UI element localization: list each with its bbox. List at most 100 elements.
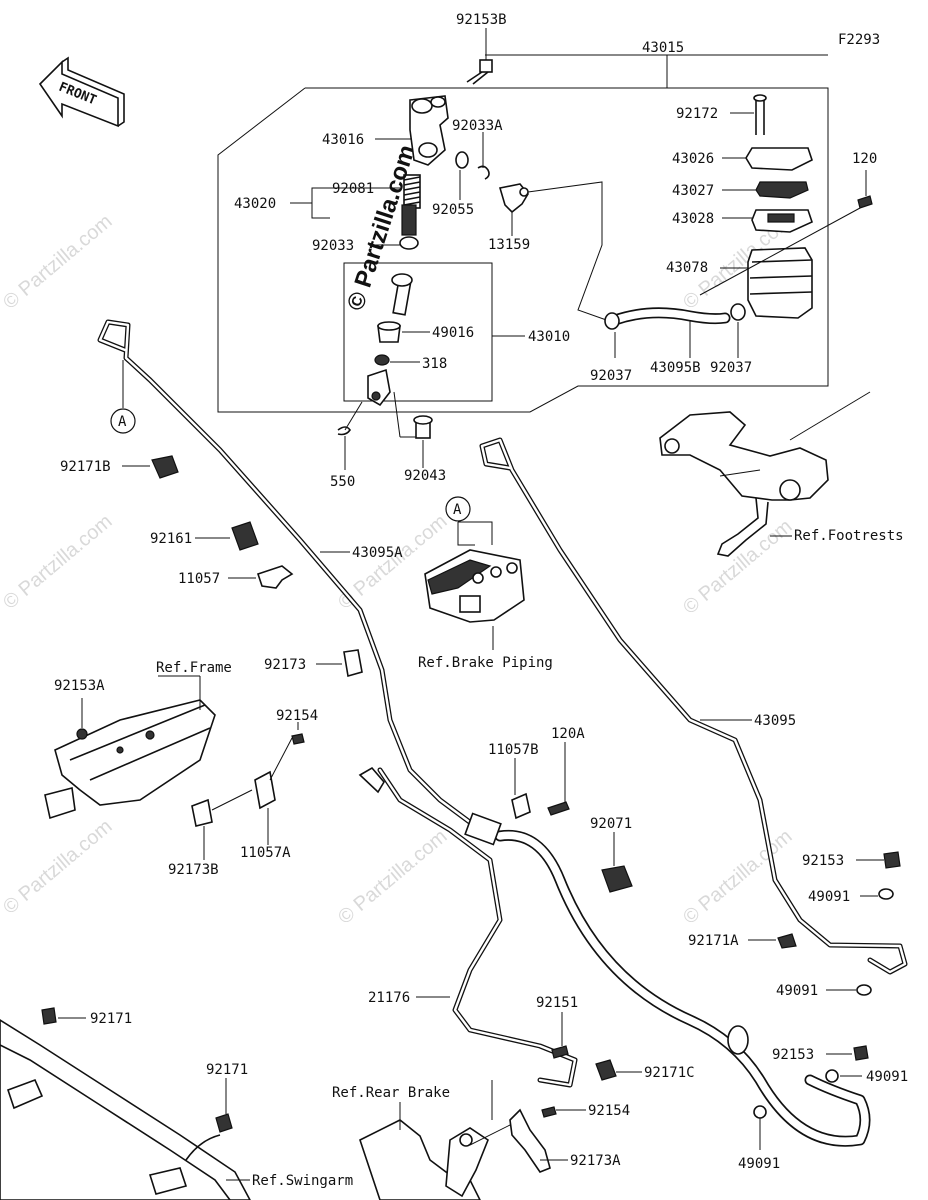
- bolt-92154-lower: [541, 1106, 586, 1118]
- ref-swingarm: Ref.Swingarm: [252, 1173, 353, 1189]
- callout-92081: 92081: [332, 181, 374, 197]
- callout-92173A: 92173A: [570, 1153, 621, 1169]
- bolt-92151: [551, 1012, 569, 1059]
- callout-92037: 92037: [710, 360, 752, 376]
- callout-11057B: 11057B: [488, 742, 539, 758]
- callout-92173B: 92173B: [168, 862, 219, 878]
- front-arrow-icon: FRONT: [38, 56, 125, 128]
- clamp-92171-lower: [215, 1078, 233, 1133]
- watermark: © Partzilla.com: [334, 825, 451, 928]
- watermark: © Partzilla.com: [679, 825, 796, 928]
- clamp-92171-upper: [41, 1007, 86, 1025]
- callout-92153B: 92153B: [456, 12, 507, 28]
- watermark: © Partzilla.com: [0, 210, 116, 313]
- rear-brake-pedal: [359, 1080, 568, 1200]
- callout-120: 120: [852, 151, 877, 167]
- brake-hose-main: [464, 812, 871, 1147]
- grommet-92161: [195, 521, 259, 551]
- callout-92153A: 92153A: [54, 678, 105, 694]
- clamp-11057: [228, 565, 294, 589]
- bolt-92153-upper: [856, 851, 901, 869]
- callout-92071: 92071: [590, 816, 632, 832]
- marker-a-pipe: A: [110, 408, 136, 434]
- callout-92043: 92043: [404, 468, 446, 484]
- callout-92151: 92151: [536, 995, 578, 1011]
- clamp-92171C: [595, 1059, 642, 1081]
- callout-43028: 43028: [672, 211, 714, 227]
- callout-43020: 43020: [234, 196, 276, 212]
- screw-92172: [730, 94, 767, 135]
- plate-43027: [722, 181, 809, 199]
- callout-92172: 92172: [676, 106, 718, 122]
- brake-pedal: [659, 391, 871, 557]
- brake-pipe-43095A: [97, 319, 478, 829]
- callout-43095: 43095: [754, 713, 796, 729]
- callout-92173: 92173: [264, 657, 306, 673]
- washer-49091-a: [860, 888, 894, 900]
- brake-hose-21176: [358, 766, 578, 1088]
- callout-92154: 92154: [588, 1103, 630, 1119]
- assembly-43010-outline: [343, 262, 493, 402]
- figure-code: F2293: [838, 32, 880, 48]
- callout-92153: 92153: [772, 1047, 814, 1063]
- abs-unit: [424, 521, 525, 650]
- watermark: © Partzilla.com: [0, 815, 116, 918]
- o-ring-92055: [455, 151, 469, 200]
- ref-footrests: Ref.Footrests: [794, 528, 904, 544]
- clamp-92171A: [748, 933, 797, 949]
- bolt-92153-lower: [826, 1045, 869, 1061]
- ref-frame: Ref.Frame: [156, 660, 232, 676]
- callout-318: 318: [422, 356, 447, 372]
- callout-92171A: 92171A: [688, 933, 739, 949]
- callout-43095B: 43095B: [650, 360, 701, 376]
- callout-43016: 43016: [322, 132, 364, 148]
- clamp-11057B: [511, 758, 531, 820]
- washer-49091-b: [826, 984, 872, 996]
- bolt-120: [699, 170, 873, 296]
- callout-92153: 92153: [802, 853, 844, 869]
- washer-49091-d: [753, 1105, 767, 1150]
- reference-labels: Ref.Footrests Ref.Brake Piping Ref.Frame…: [156, 528, 904, 1189]
- bracket-11057A-assembly: [191, 722, 305, 860]
- callout-43027: 43027: [672, 183, 714, 199]
- callout-92171: 92171: [90, 1011, 132, 1027]
- diaphragm-43028: [722, 209, 813, 233]
- washer-49091-c: [825, 1069, 862, 1083]
- clevis-parts: [344, 368, 420, 438]
- callout-92171B: 92171B: [60, 459, 111, 475]
- callout-92055: 92055: [432, 202, 474, 218]
- swingarm: [0, 1019, 251, 1200]
- pushrod-parts: [391, 273, 413, 316]
- callout-49091: 49091: [776, 983, 818, 999]
- watermark: © Partzilla.com: [0, 510, 116, 613]
- callout-92154: 92154: [276, 708, 318, 724]
- boot-49016: [377, 321, 430, 343]
- reservoir-cap-43026: [722, 147, 813, 171]
- callout-43078: 43078: [666, 260, 708, 276]
- callout-550: 550: [330, 474, 355, 490]
- callout-43026: 43026: [672, 151, 714, 167]
- clamp-92171B: [122, 455, 179, 479]
- pin-92043: [413, 415, 433, 468]
- callout-43015: 43015: [642, 40, 684, 56]
- callout-13159: 13159: [488, 237, 530, 253]
- bolt-120A: [547, 742, 570, 816]
- callout-43095A: 43095A: [352, 545, 403, 561]
- callout-11057: 11057: [178, 571, 220, 587]
- watermark: © Partzilla.com: [679, 515, 796, 618]
- brake-pipe-43095: [479, 437, 908, 975]
- grommet-92071: [601, 832, 633, 893]
- callout-49091: 49091: [738, 1156, 780, 1172]
- assembly-43020-bracket: [290, 187, 402, 246]
- callout-92033A: 92033A: [452, 118, 503, 134]
- callout-92171: 92171: [206, 1062, 248, 1078]
- callout-labels: 92153B 43015 43016 92033A 92172 43026 12…: [54, 12, 908, 1172]
- callout-11057A: 11057A: [240, 845, 291, 861]
- master-cylinder-43016: [375, 95, 449, 166]
- marker-a-label: A: [453, 502, 462, 518]
- piston-92033: [399, 204, 419, 250]
- callout-49091: 49091: [866, 1069, 908, 1085]
- callout-92037: 92037: [590, 368, 632, 384]
